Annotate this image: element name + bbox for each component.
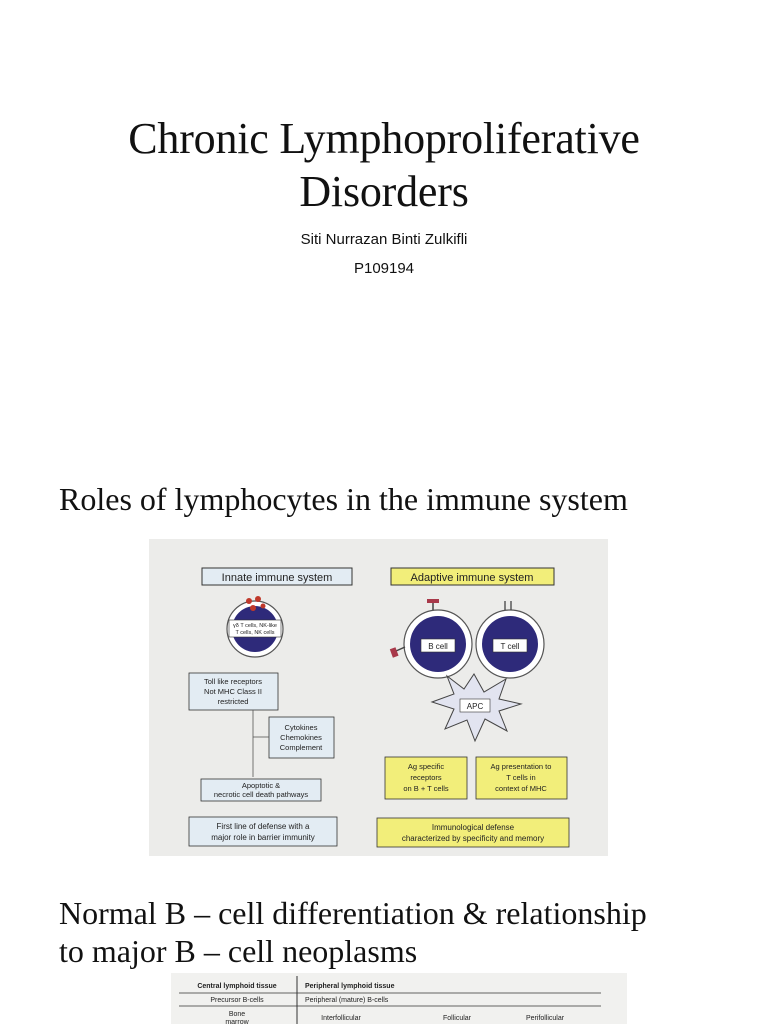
immune-system-diagram-svg: Innate immune system Adaptive immune sys… bbox=[188, 567, 570, 848]
ag-presentation-text-line2: T cells in bbox=[506, 773, 535, 782]
ag-presentation-box bbox=[475, 756, 568, 800]
immunological-text-line2: characterized by specificity and memory bbox=[402, 834, 544, 843]
table-row1-left: Precursor B-cells bbox=[210, 997, 264, 1004]
cytokines-text-line2: Chemokines bbox=[280, 733, 322, 742]
innate-header: Innate immune system bbox=[222, 572, 333, 584]
toll-text-line2: Not MHC Class II bbox=[204, 687, 262, 696]
table-row2-col2: Follicular bbox=[443, 1015, 472, 1022]
b-cell: B cell bbox=[389, 599, 473, 679]
student-id: P109194 bbox=[353, 260, 415, 277]
table-row2-left-line2: marrow bbox=[225, 1019, 249, 1024]
first-line-box bbox=[188, 816, 338, 847]
cytokines-text-line3: Complement bbox=[280, 743, 323, 752]
section-title-bcell-line1: Normal B – cell differentiation & relati… bbox=[59, 895, 647, 931]
bcell-table-svg: Central lymphoid tissue Peripheral lymph… bbox=[179, 976, 601, 1024]
ag-specific-text-line2: receptors bbox=[410, 773, 442, 782]
bcell-differentiation-table: Central lymphoid tissue Peripheral lymph… bbox=[171, 973, 627, 1024]
author-name: Siti Nurrazan Binti Zulkifli bbox=[300, 231, 468, 248]
toll-box bbox=[188, 672, 279, 711]
first-line-text-line1: First line of defense with a bbox=[217, 822, 310, 831]
table-row2-col3: Perifollicular bbox=[526, 1015, 565, 1022]
section-title-bcell: Normal B – cell differentiation & relati… bbox=[59, 894, 647, 970]
ag-specific-text-line1: Ag specific bbox=[408, 762, 445, 771]
ag-presentation-text-line1: Ag presentation to bbox=[491, 762, 552, 771]
table-row2-col1: Interfollicular bbox=[321, 1015, 361, 1022]
section-title-bcell-line2: to major B – cell neoplasms bbox=[59, 933, 418, 969]
immunological-box bbox=[376, 817, 570, 848]
apc-label: APC bbox=[467, 702, 484, 711]
apoptotic-text-line2: necrotic cell death pathways bbox=[214, 790, 308, 799]
innate-cell: γδ T cells, NK-like T cells, NK cells bbox=[226, 596, 284, 658]
table-header-central: Central lymphoid tissue bbox=[197, 983, 276, 990]
table-row2-left-line1: Bone bbox=[229, 1011, 245, 1018]
t-cell: T cell bbox=[475, 601, 545, 679]
slide-title-line1: Chronic Lymphoproliferative bbox=[128, 114, 640, 163]
b-cell-label: B cell bbox=[428, 642, 448, 651]
innate-cell-label-line1: γδ T cells, NK-like bbox=[233, 623, 277, 629]
adaptive-header-box bbox=[390, 567, 555, 586]
ag-specific-text-line3: on B + T cells bbox=[403, 784, 449, 793]
table-header-peripheral: Peripheral lymphoid tissue bbox=[305, 983, 395, 990]
table-row1-right: Peripheral (mature) B-cells bbox=[305, 997, 389, 1004]
apoptotic-box bbox=[200, 778, 322, 802]
innate-header-box bbox=[201, 567, 353, 586]
ag-presentation-text-line3: context of MHC bbox=[495, 784, 547, 793]
apc-cell: APC bbox=[430, 673, 523, 743]
toll-text-line3: restricted bbox=[218, 697, 249, 706]
cytokines-text-line1: Cytokines bbox=[285, 723, 318, 732]
section-title-roles: Roles of lymphocytes in the immune syste… bbox=[59, 481, 628, 517]
apoptotic-text-line1: Apoptotic & bbox=[242, 781, 280, 790]
immunological-text-line1: Immunological defense bbox=[432, 823, 515, 832]
cytokines-box bbox=[268, 716, 335, 759]
ag-specific-box bbox=[384, 756, 468, 800]
slide-title: Chronic Lymphoproliferative Disorders bbox=[0, 112, 768, 218]
slide-title-line2: Disorders bbox=[299, 167, 469, 216]
innate-cell-label-line2: T cells, NK cells bbox=[235, 630, 274, 636]
toll-text-line1: Toll like receptors bbox=[204, 677, 262, 686]
first-line-text-line2: major role in barrier immunity bbox=[211, 833, 315, 842]
immune-system-diagram: Innate immune system Adaptive immune sys… bbox=[149, 539, 608, 856]
adaptive-header: Adaptive immune system bbox=[411, 572, 534, 584]
t-cell-label: T cell bbox=[501, 642, 520, 651]
